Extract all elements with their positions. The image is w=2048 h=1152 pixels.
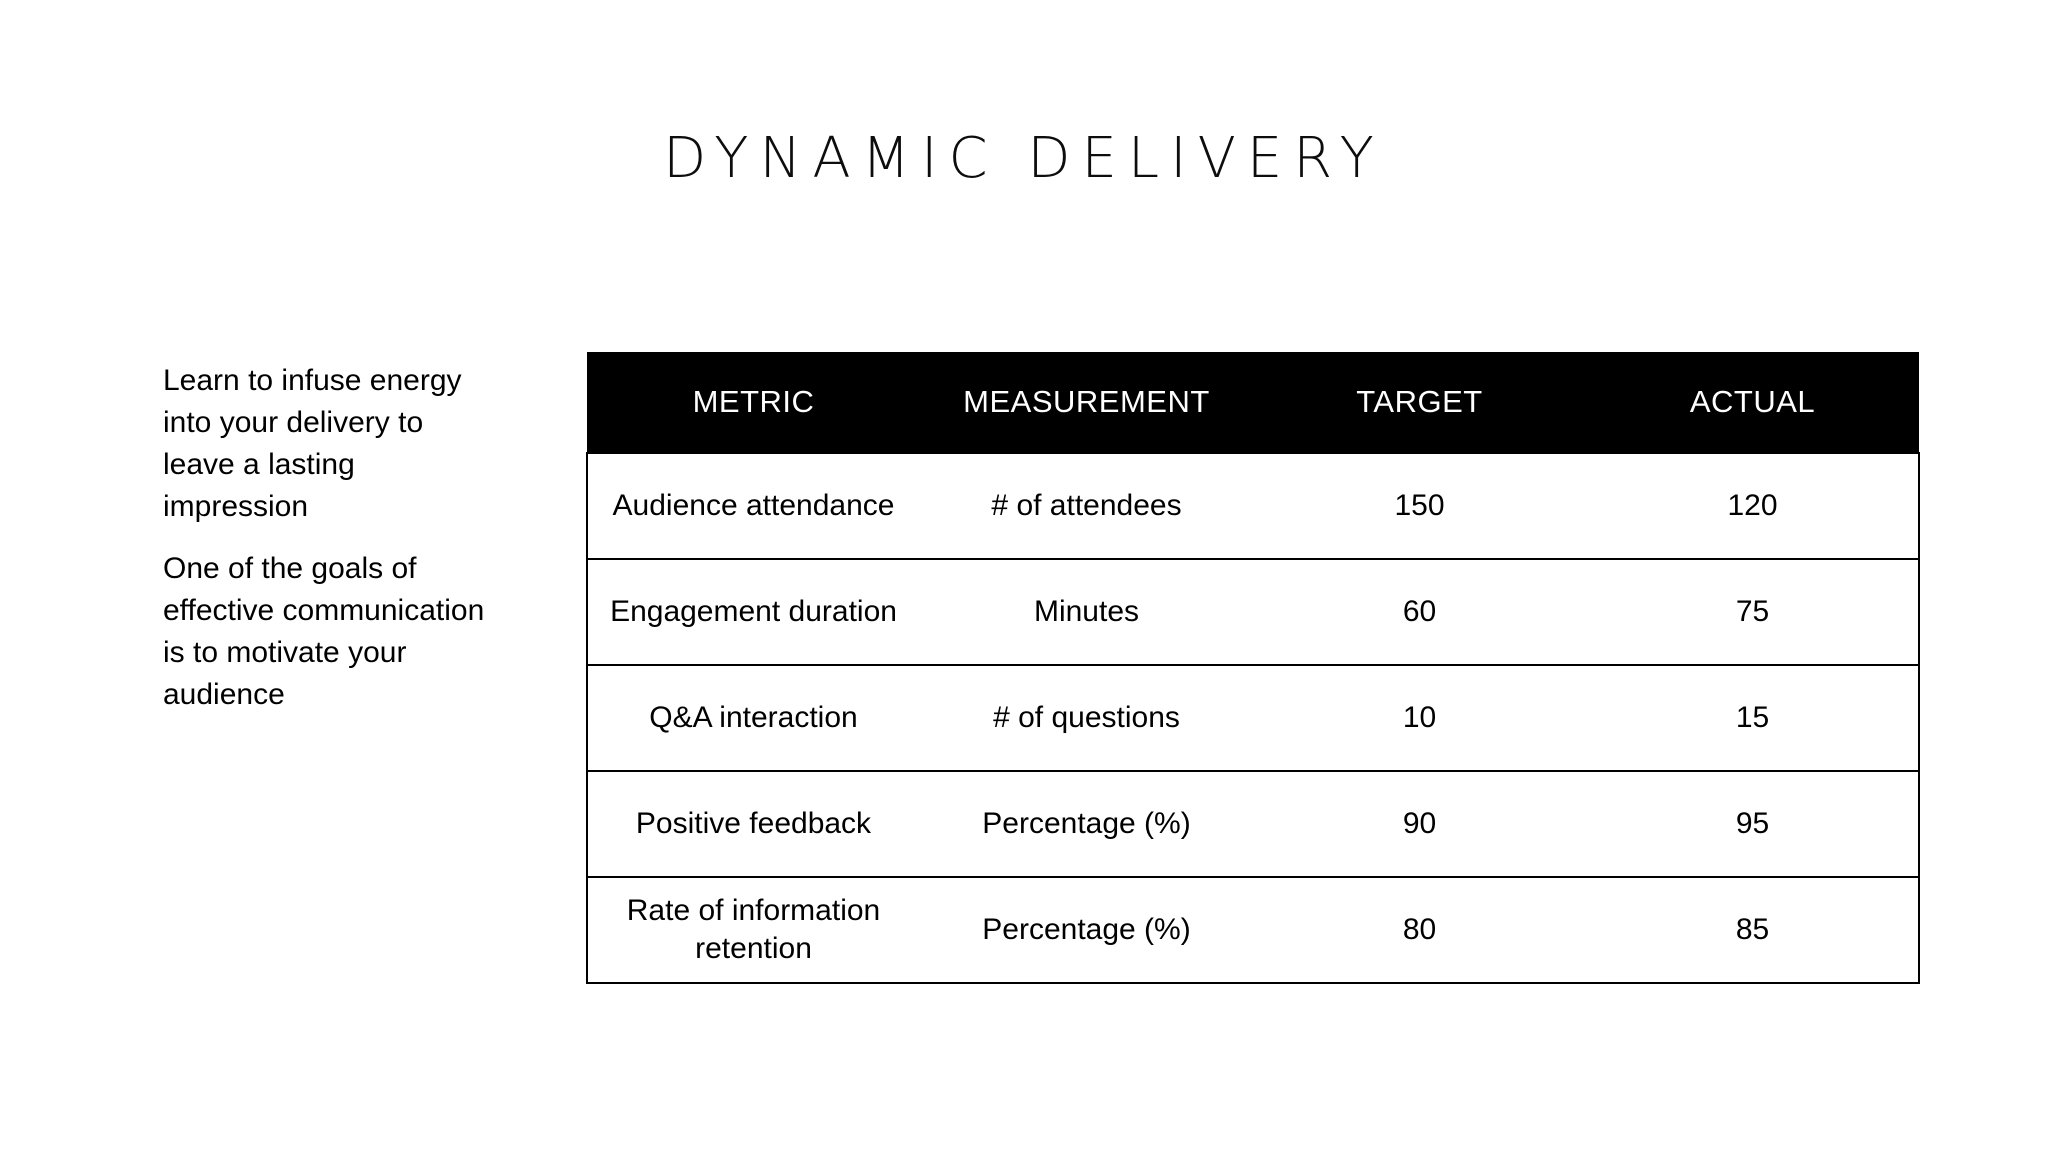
cell-metric: Q&A interaction [586,664,920,772]
table-body: Audience attendance # of attendees 150 1… [586,452,1920,984]
cell-target: 90 [1253,770,1586,878]
body-paragraph-2: One of the goals of effective communicat… [163,552,485,711]
table-row: Positive feedback Percentage (%) 90 95 [586,770,1920,878]
cell-actual: 15 [1586,664,1920,772]
table-row: Audience attendance # of attendees 150 1… [586,452,1920,560]
table-row: Q&A interaction # of questions 10 15 [586,664,1920,772]
cell-actual: 85 [1586,876,1920,984]
cell-target: 80 [1253,876,1586,984]
cell-measurement: Minutes [920,558,1253,666]
column-header-target[interactable]: TARGET [1253,352,1586,453]
cell-measurement: # of questions [920,664,1253,772]
page-title: DYNAMIC DELIVERY [663,126,1385,191]
cell-metric: Rate of information retention [586,876,920,984]
metrics-table: METRIC MEASUREMENT TARGET ACTUAL Audienc… [586,352,1920,984]
cell-target: 150 [1253,452,1586,560]
table-row: Rate of information retention Percentage… [586,876,1920,984]
table-row: Engagement duration Minutes 60 75 [586,558,1920,666]
column-header-measurement[interactable]: MEASUREMENT [920,352,1253,453]
metrics-table-container: METRIC MEASUREMENT TARGET ACTUAL Audienc… [586,352,1920,984]
cell-metric: Positive feedback [586,770,920,878]
body-paragraph-1: Learn to infuse energy into your deliver… [163,364,462,523]
table-header-row: METRIC MEASUREMENT TARGET ACTUAL [587,352,1919,453]
cell-target: 60 [1253,558,1586,666]
table-header: METRIC MEASUREMENT TARGET ACTUAL [587,352,1919,453]
cell-actual: 75 [1586,558,1920,666]
cell-measurement: Percentage (%) [920,770,1253,878]
column-header-metric[interactable]: METRIC [587,352,920,453]
cell-target: 10 [1253,664,1586,772]
cell-measurement: # of attendees [920,452,1253,560]
cell-metric: Audience attendance [586,452,920,560]
cell-metric: Engagement duration [586,558,920,666]
column-header-actual[interactable]: ACTUAL [1586,352,1919,453]
cell-measurement: Percentage (%) [920,876,1253,984]
cell-actual: 95 [1586,770,1920,878]
cell-actual: 120 [1586,452,1920,560]
body-text-column: Learn to infuse energy into your deliver… [163,360,493,716]
